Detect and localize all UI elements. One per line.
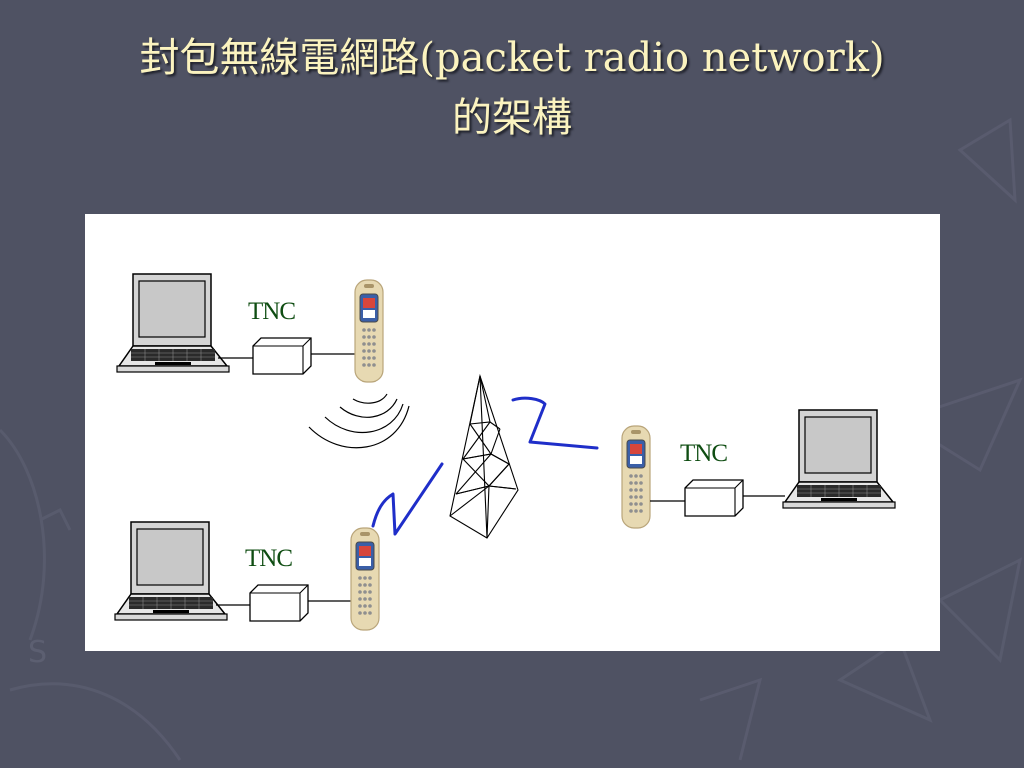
tnc-label-right: TNC	[680, 440, 728, 467]
tnc-box-icon	[684, 479, 744, 517]
title-line-1: 封包無線電網路(packet radio network)	[139, 35, 885, 81]
laptop-icon	[114, 521, 228, 621]
handheld-radio-icon	[621, 425, 651, 529]
slide-title: 封包無線電網路(packet radio network) 的架構	[0, 28, 1024, 148]
wireless-link-icon	[371, 462, 444, 536]
tnc-box-icon	[252, 337, 312, 375]
station-right	[621, 409, 896, 529]
title-line-2: 的架構	[452, 95, 572, 141]
wireless-link-icon	[511, 396, 599, 450]
tnc-label-top-left: TNC	[248, 298, 296, 325]
station-top-left	[116, 273, 384, 383]
tnc-label-bottom-left: TNC	[245, 545, 293, 572]
handheld-radio-icon	[350, 527, 380, 631]
radio-waves-icon	[308, 393, 410, 449]
handheld-radio-icon	[354, 279, 384, 383]
svg-text:S: S	[28, 635, 47, 670]
laptop-icon	[782, 409, 896, 509]
tnc-box-icon	[249, 584, 309, 622]
diagram-drawing	[114, 273, 896, 631]
laptop-icon	[116, 273, 230, 373]
station-bottom-left	[114, 521, 380, 631]
network-diagram: TNC TNC TNC	[85, 214, 940, 651]
radio-tower-icon	[449, 373, 519, 539]
